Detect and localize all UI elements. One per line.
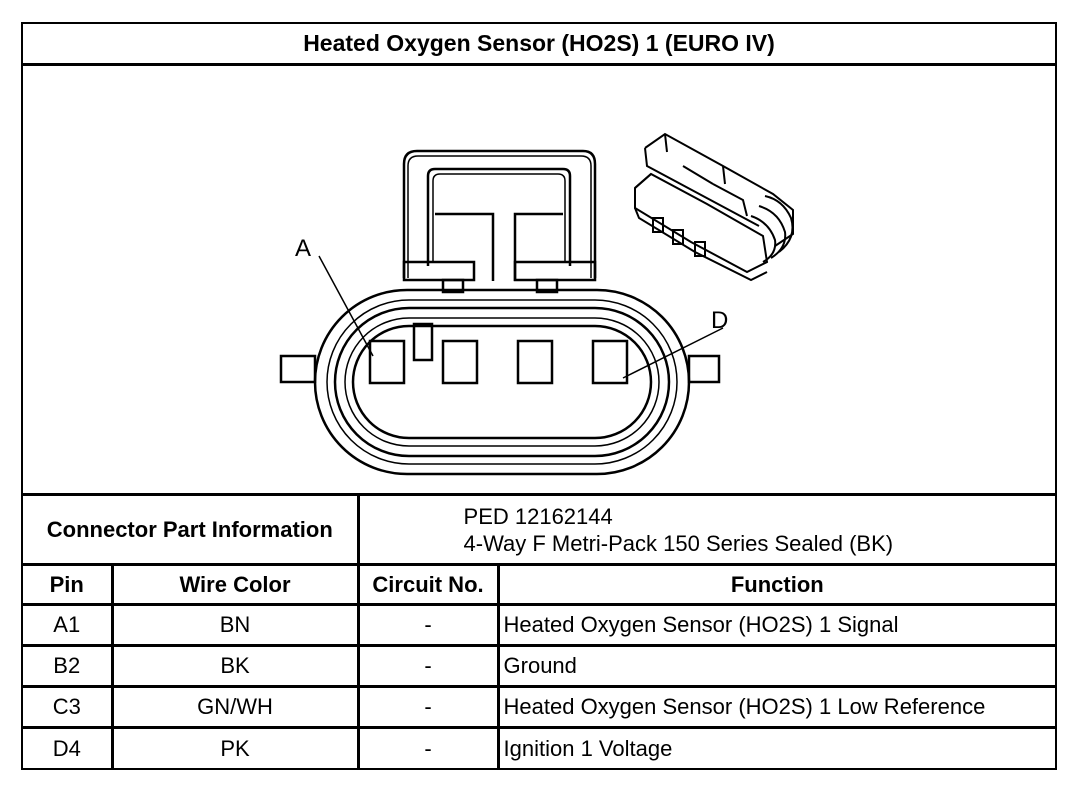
pin-cell: C3 bbox=[23, 685, 114, 729]
latch-housing bbox=[402, 149, 597, 278]
callout-d-label: D bbox=[711, 307, 728, 334]
part-description: 4-Way F Metri-Pack 150 Series Sealed (BK… bbox=[463, 530, 894, 556]
function-cell: Ground bbox=[496, 644, 1056, 688]
callout-d-leader bbox=[622, 327, 724, 379]
part-number: PED 12162144 bbox=[463, 503, 613, 529]
function-cell: Ignition 1 Voltage bbox=[496, 726, 1056, 769]
connector-iso-thumbnail bbox=[634, 132, 794, 282]
table-row: B2 BK - Ground bbox=[23, 644, 1056, 688]
connector-part-info-label: Connector Part Information bbox=[23, 493, 360, 566]
circuit-cell: - bbox=[356, 644, 500, 688]
cavity-b bbox=[441, 339, 479, 385]
circuit-cell: - bbox=[356, 685, 500, 729]
wire-color-cell: BN bbox=[110, 603, 360, 647]
wire-color-cell: BK bbox=[110, 644, 360, 688]
column-header-wire-color: Wire Color bbox=[110, 563, 360, 606]
function-cell: Heated Oxygen Sensor (HO2S) 1 Signal bbox=[496, 603, 1056, 647]
table-row: C3 GN/WH - Heated Oxygen Sensor (HO2S) 1… bbox=[23, 685, 1056, 729]
table-row: A1 BN - Heated Oxygen Sensor (HO2S) 1 Si… bbox=[23, 603, 1056, 647]
column-header-pin: Pin bbox=[23, 563, 114, 606]
connector-pinout-table: Connector Part Information PED 12162144 … bbox=[23, 493, 1056, 769]
connector-face-illustration: A D bbox=[279, 132, 794, 476]
pin-cell: D4 bbox=[23, 726, 114, 769]
connector-part-info-row: Connector Part Information PED 12162144 … bbox=[23, 493, 1056, 566]
cavity-d bbox=[591, 339, 629, 385]
pin-cell: B2 bbox=[23, 644, 114, 688]
wire-color-cell: GN/WH bbox=[110, 685, 360, 729]
circuit-cell: - bbox=[356, 726, 500, 769]
page-title: Heated Oxygen Sensor (HO2S) 1 (EURO IV) bbox=[23, 24, 1055, 66]
connector-drawing: A D bbox=[23, 66, 1055, 494]
callout-a-leader bbox=[318, 255, 374, 357]
table-row: D4 PK - Ignition 1 Voltage bbox=[23, 726, 1056, 769]
pin-cell: A1 bbox=[23, 603, 114, 647]
function-cell: Heated Oxygen Sensor (HO2S) 1 Low Refere… bbox=[496, 685, 1056, 729]
cavity-a bbox=[368, 339, 406, 385]
callout-a-label: A bbox=[295, 235, 311, 262]
table-header-row: Pin Wire Color Circuit No. Function bbox=[23, 563, 1056, 606]
column-header-circuit: Circuit No. bbox=[356, 563, 500, 606]
wire-color-cell: PK bbox=[110, 726, 360, 769]
connector-part-info-value: PED 12162144 4-Way F Metri-Pack 150 Seri… bbox=[356, 493, 1056, 566]
connector-diagram-sheet: Heated Oxygen Sensor (HO2S) 1 (EURO IV) bbox=[21, 22, 1057, 770]
cavity-c bbox=[516, 339, 554, 385]
column-header-function: Function bbox=[496, 563, 1056, 606]
circuit-cell: - bbox=[356, 603, 500, 647]
